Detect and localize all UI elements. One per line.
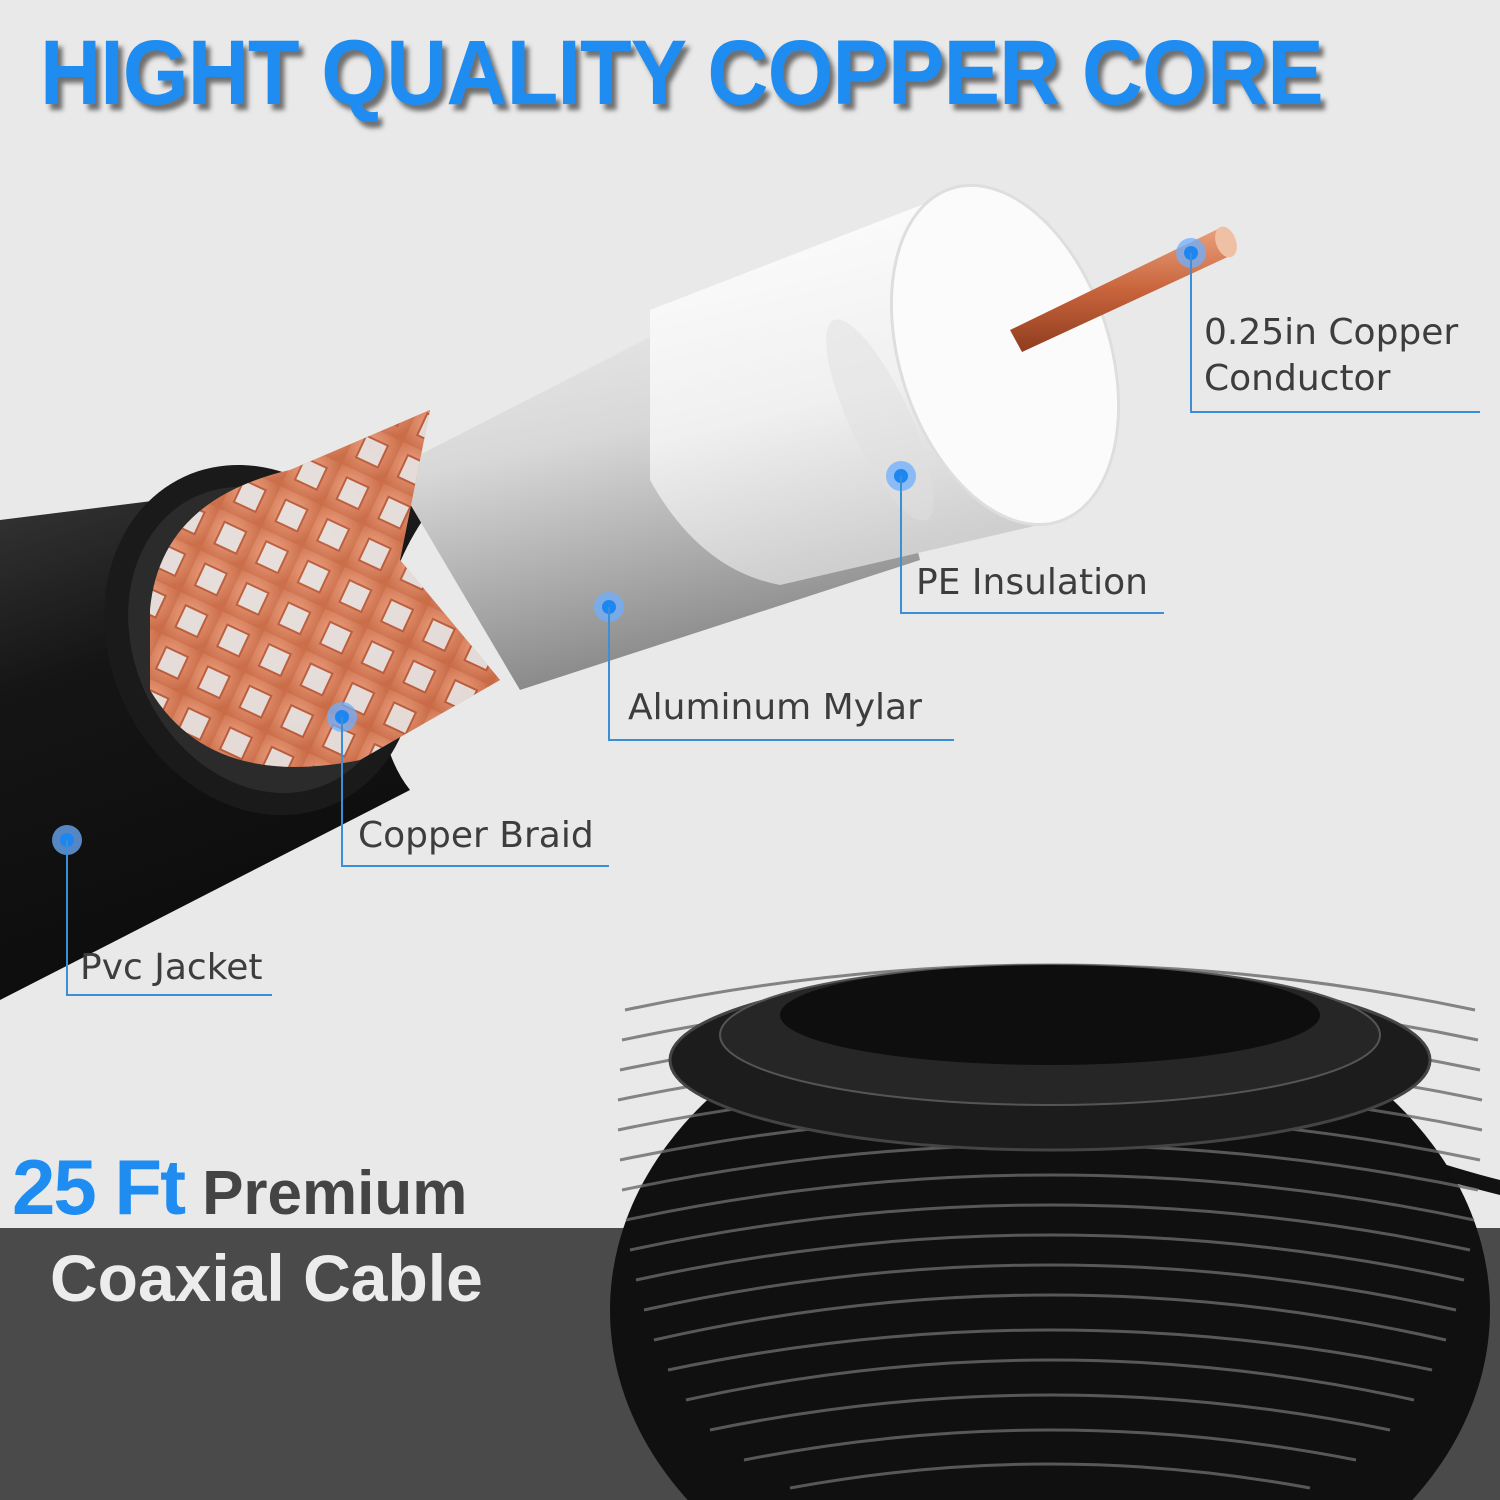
conductor-label-line1: 0.25in Copper — [1204, 312, 1459, 353]
insulation-label: PE Insulation — [916, 562, 1148, 603]
cable-coil — [610, 963, 1500, 1500]
mylar-label: Aluminum Mylar — [628, 687, 922, 728]
jacket-leader-line — [66, 840, 272, 996]
insulation-leader-line — [900, 476, 1164, 614]
promo-product: Coaxial Cable — [50, 1241, 483, 1315]
jacket-label: Pvc Jacket — [80, 947, 263, 988]
headline: HIGHT QUALITY COPPER CORE — [40, 22, 1324, 124]
promo-length: 25 Ft — [12, 1143, 186, 1231]
braid-label: Copper Braid — [358, 815, 594, 856]
conductor-leader-line — [1190, 253, 1480, 413]
promo-quality: Premium — [202, 1159, 468, 1228]
braid-leader-line — [341, 717, 609, 867]
mylar-leader-line — [608, 607, 954, 741]
conductor-label-line2: Conductor — [1204, 358, 1391, 399]
conductor-label: 0.25in Copper Conductor — [1204, 310, 1458, 402]
